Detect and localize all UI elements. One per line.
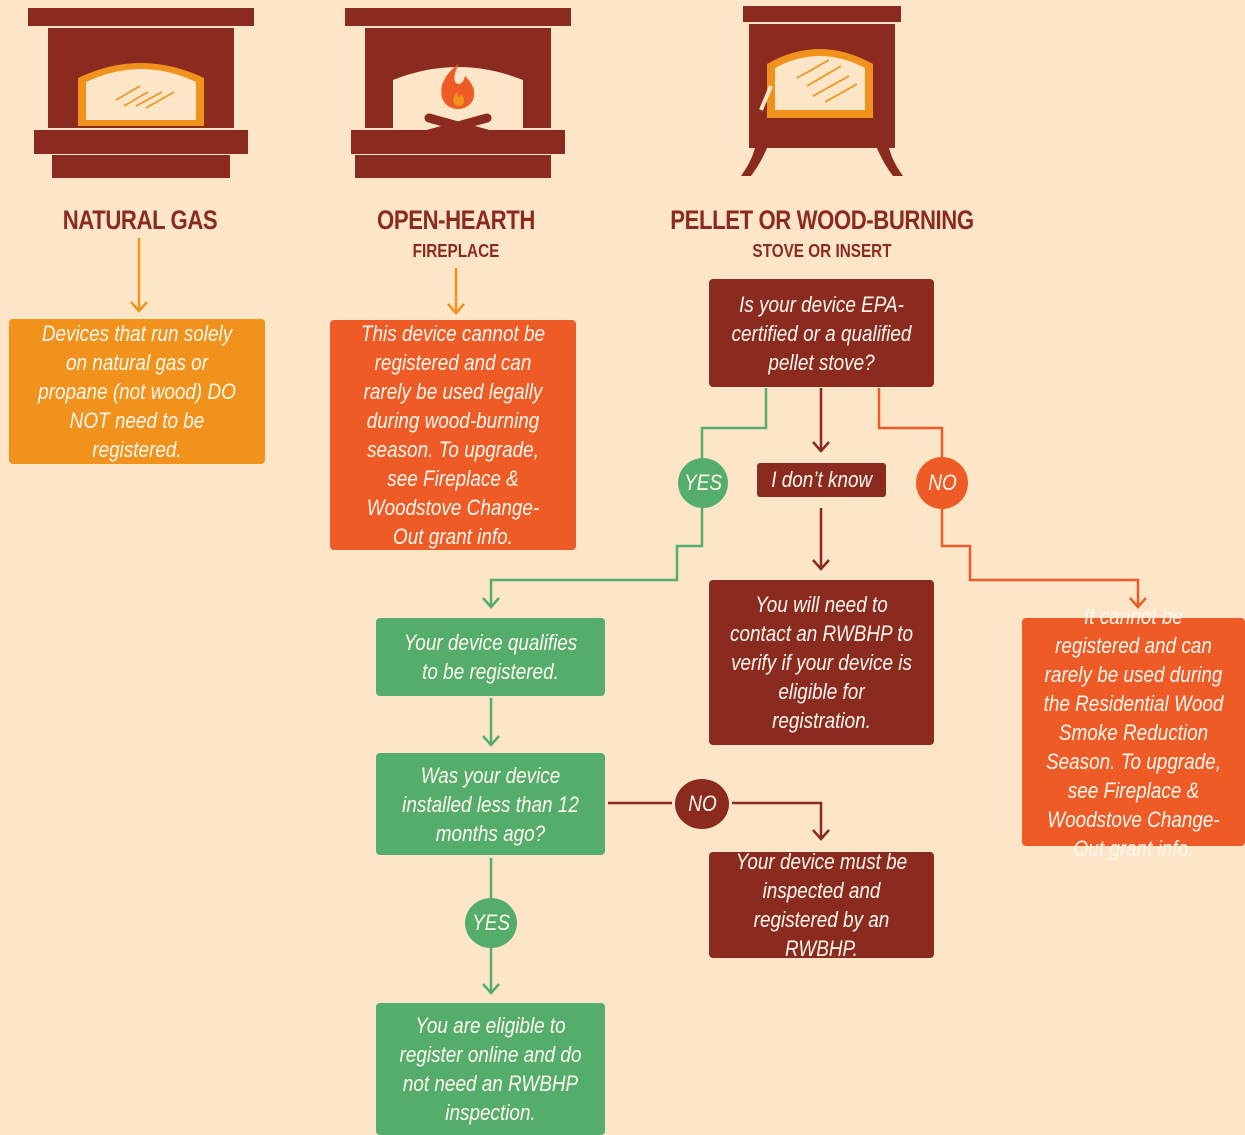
contact-rwbhp-box: You will need to contact an RWBHP to ver… <box>709 580 934 745</box>
inspect-text: Your device must be inspected and regist… <box>735 849 908 961</box>
open-hearth-note-text: This device cannot be registered and can… <box>360 321 546 549</box>
epa-question-box: Is your device EPA-certified or a qualif… <box>709 279 934 387</box>
yes-circle: YES <box>678 458 728 508</box>
connector-yes-to-eligible <box>482 946 500 995</box>
arrow-open-hearth <box>447 268 465 315</box>
connector-no-to-cannot <box>940 505 1147 609</box>
title-open-hearth: OPEN-HEARTH <box>377 205 535 235</box>
connector-to-no <box>877 388 944 458</box>
connector-installed-to-no <box>608 801 830 841</box>
no-circle-installed: NO <box>675 779 729 829</box>
no-circle: NO <box>916 457 968 509</box>
title-pellet-wood: PELLET OR WOOD-BURNING <box>670 205 974 235</box>
installed-question-text: Was your device installed less than 12 m… <box>402 762 579 846</box>
yes-installed-label: YES <box>472 910 510 935</box>
arrow-natural-gas <box>130 238 148 313</box>
subtitle-pellet-wood: STOVE OR INSERT <box>752 241 892 261</box>
dont-know-label: I don’t know <box>771 467 872 492</box>
inspect-box: Your device must be inspected and regist… <box>709 849 934 961</box>
yes-circle-installed: YES <box>465 898 517 948</box>
qualifies-box: Your device qualifies to be registered. <box>376 618 605 696</box>
natural-gas-note-text: Devices that run solely on natural gas o… <box>38 321 236 462</box>
connector-to-yes <box>700 388 768 460</box>
qualifies-text: Your device qualifies to be registered. <box>403 630 578 684</box>
connector-to-dont-know <box>812 388 830 453</box>
connector-yes-to-qualifies <box>482 505 704 609</box>
contact-rwbhp-text: You will need to contact an RWBHP to ver… <box>730 592 913 733</box>
no-installed-label: NO <box>687 791 717 816</box>
cannot-register-box: It cannot be registered and can rarely b… <box>1022 604 1245 861</box>
natural-gas-note: Devices that run solely on natural gas o… <box>9 319 265 464</box>
no-label: NO <box>927 470 957 495</box>
connector-dont-know-to-contact <box>812 508 830 571</box>
connector-qualifies-to-installed <box>482 698 500 747</box>
natural-gas-fireplace-icon <box>28 8 254 178</box>
wood-stove-icon <box>741 6 903 176</box>
yes-label: YES <box>684 470 722 495</box>
cannot-register-text: It cannot be registered and can rarely b… <box>1043 603 1224 861</box>
dont-know-label-box: I don’t know <box>757 463 886 497</box>
installed-question-box: Was your device installed less than 12 m… <box>376 753 605 855</box>
eligible-box: You are eligible to register online and … <box>376 1003 605 1135</box>
open-hearth-fireplace-icon <box>345 8 571 178</box>
title-natural-gas: NATURAL GAS <box>62 205 218 235</box>
eligible-text: You are eligible to register online and … <box>399 1013 582 1125</box>
subtitle-open-hearth: FIREPLACE <box>412 241 500 261</box>
open-hearth-note: This device cannot be registered and can… <box>330 320 576 550</box>
epa-question-text: Is your device EPA-certified or a qualif… <box>731 291 912 375</box>
